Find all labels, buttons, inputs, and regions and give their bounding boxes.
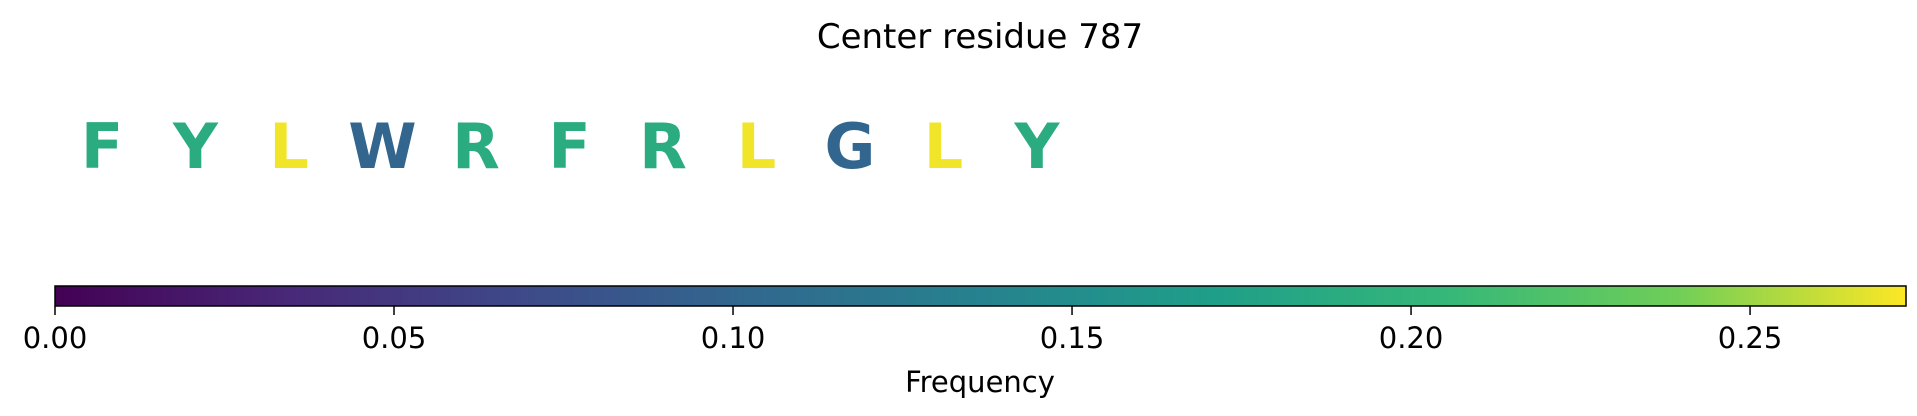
residue-letter: F xyxy=(548,110,590,183)
residue-letter: L xyxy=(924,110,964,183)
colorbar-label: Frequency xyxy=(905,365,1055,399)
colorbar-tick-label: 0.15 xyxy=(1040,321,1105,355)
colorbar-tick-label: 0.25 xyxy=(1718,321,1783,355)
residue-letter: L xyxy=(269,110,309,183)
residue-letter: W xyxy=(348,110,416,183)
colorbar-tick-label: 0.10 xyxy=(701,321,766,355)
colorbar: 0.00 0.05 0.10 0.15 0.20 0.25 Frequency xyxy=(23,285,1907,399)
residue-letter: Y xyxy=(1014,110,1061,183)
colorbar-tick-label: 0.05 xyxy=(362,321,427,355)
chart-title: Center residue 787 xyxy=(817,17,1143,57)
colorbar-tick-label: 0.00 xyxy=(23,321,88,355)
residue-letter: L xyxy=(737,110,777,183)
residue-letter: F xyxy=(81,110,123,183)
residue-letter: G xyxy=(825,110,876,183)
residue-letter: Y xyxy=(172,110,219,183)
colorbar-ticks: 0.00 0.05 0.10 0.15 0.20 0.25 xyxy=(23,306,1783,355)
residue-letter: R xyxy=(639,110,687,183)
residue-letter: R xyxy=(452,110,500,183)
colorbar-gradient xyxy=(54,285,1907,307)
colorbar-tick-label: 0.20 xyxy=(1379,321,1444,355)
